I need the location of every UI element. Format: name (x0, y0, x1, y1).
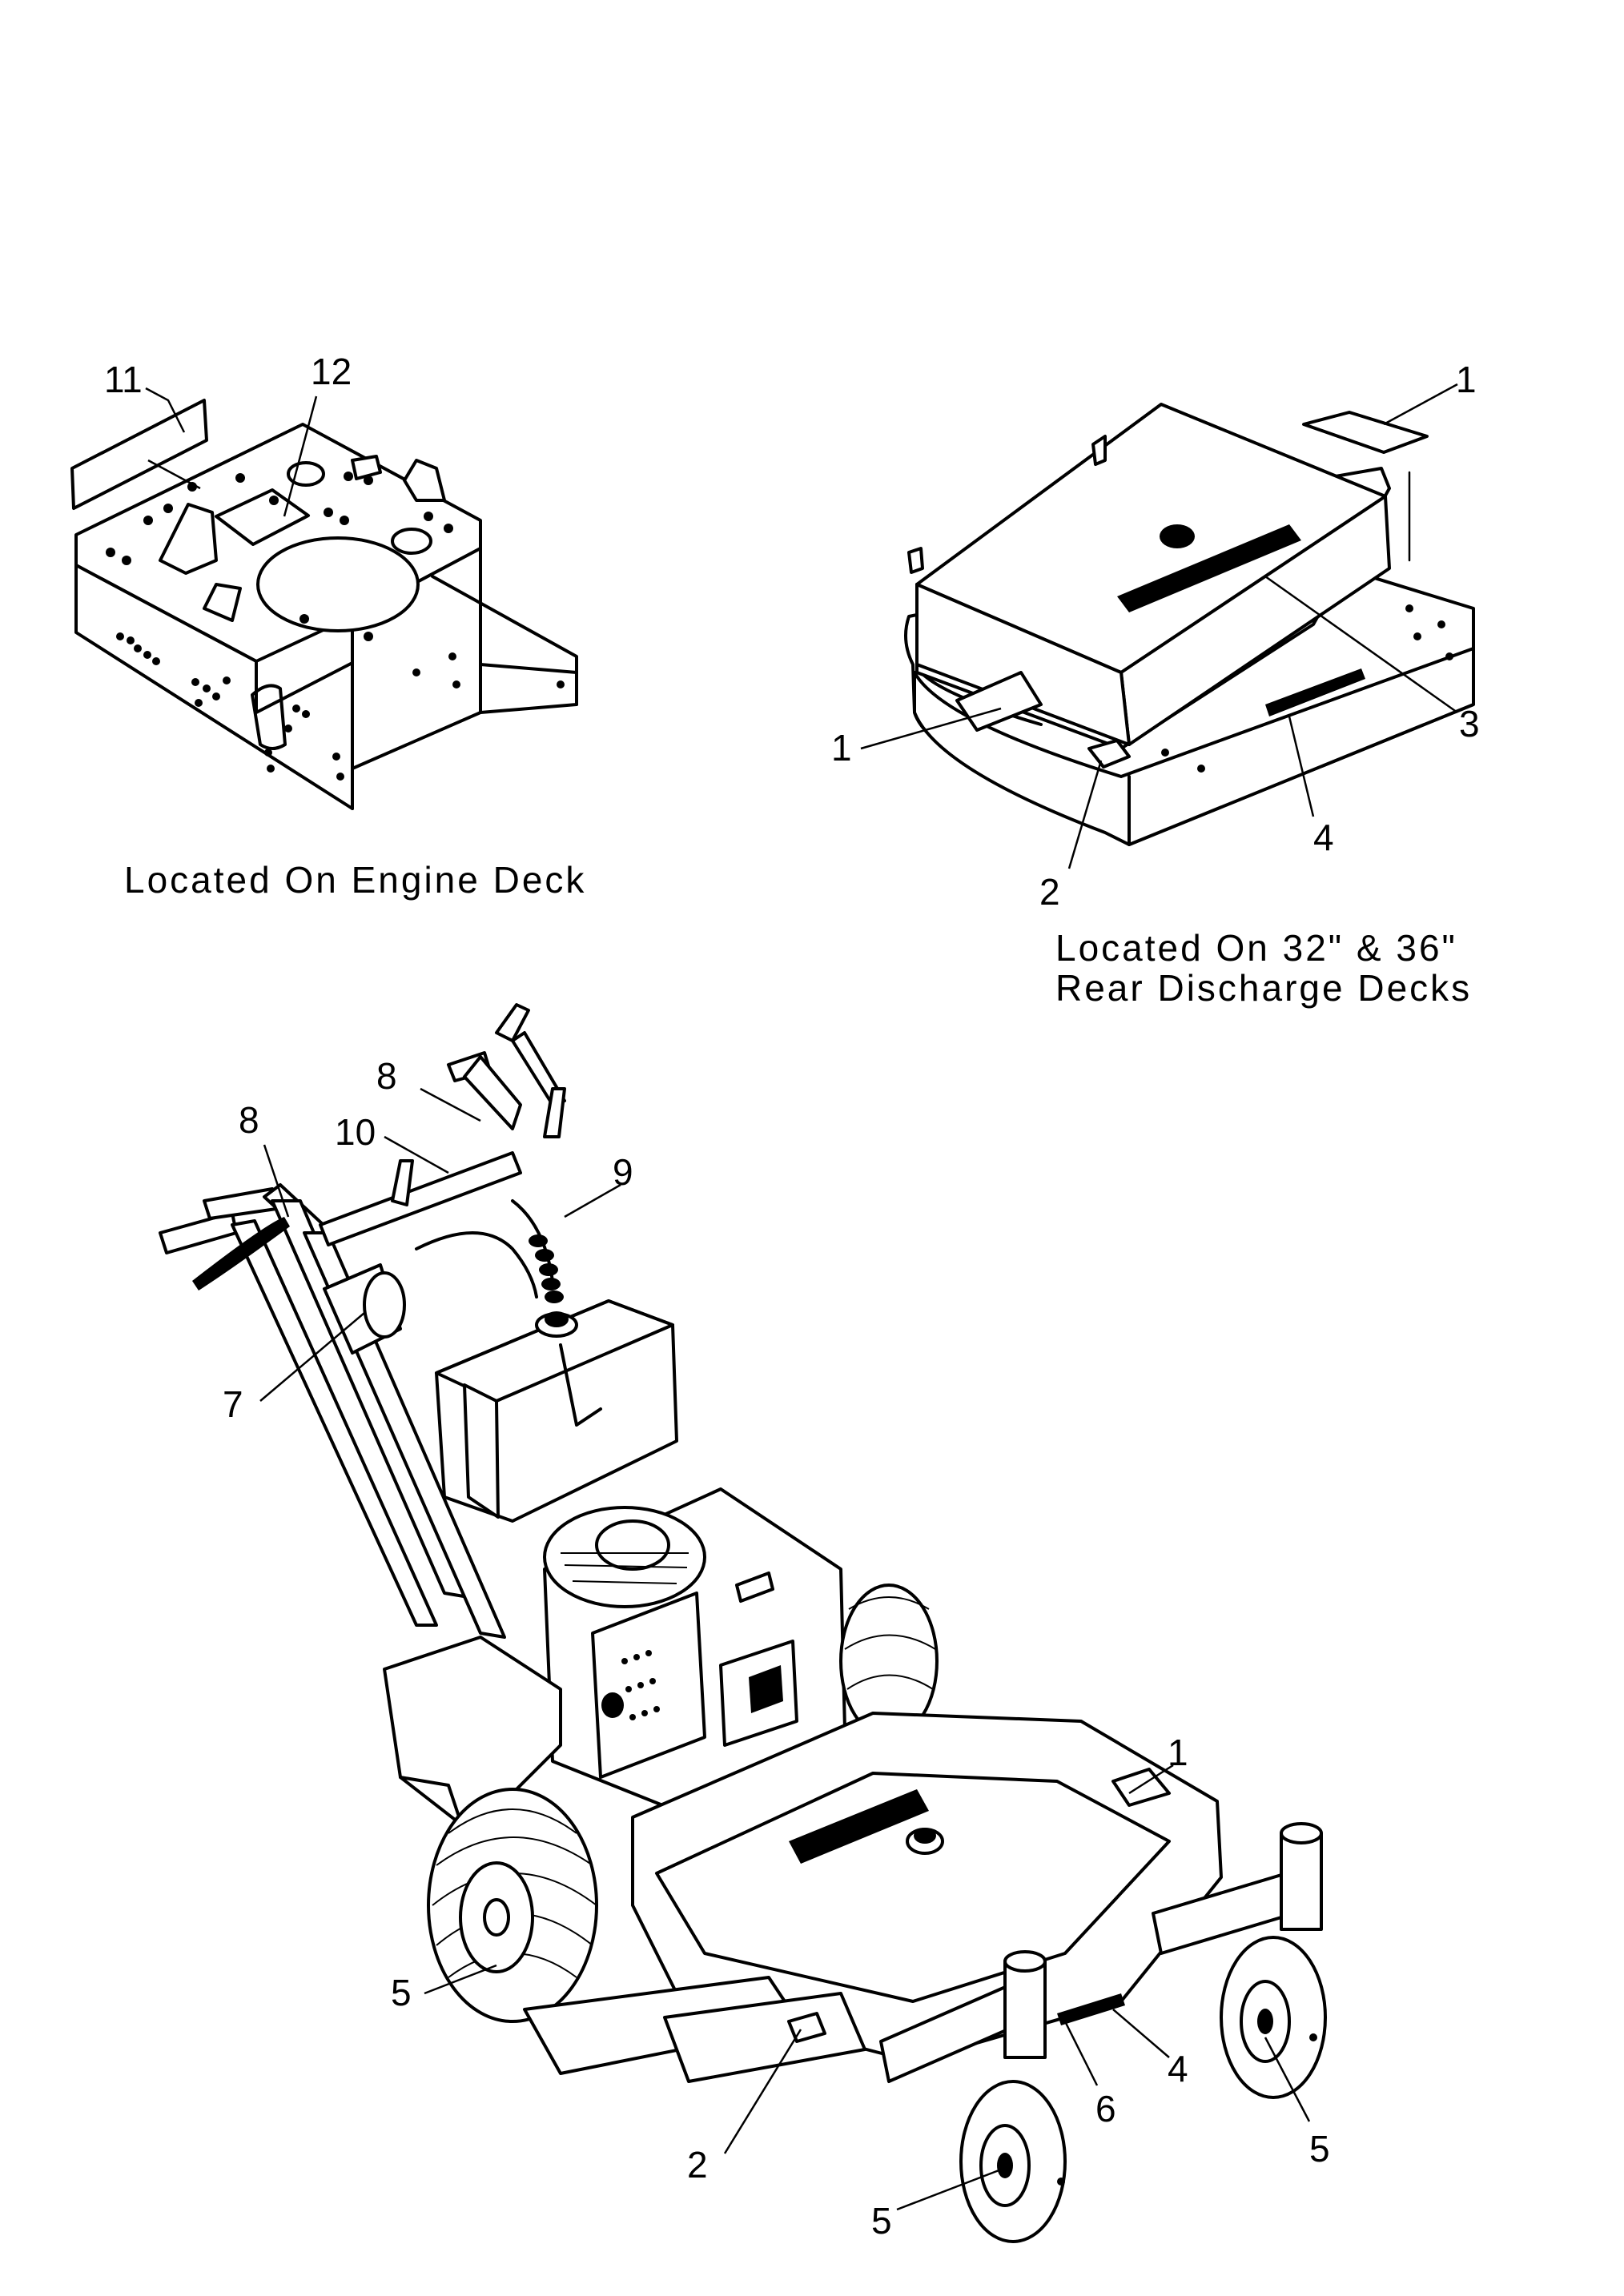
callout-8-right: 8 (376, 1055, 397, 1097)
decal-11 (70, 399, 208, 510)
ransomes-decal-mower (789, 1789, 929, 1864)
caption-engine-deck: Located On Engine Deck (124, 859, 586, 901)
decal-1-mower (1111, 1768, 1171, 1807)
bobcat-decal-4 (1265, 668, 1365, 716)
callout-4-mower: 4 (1168, 2048, 1188, 2089)
caption-rear-discharge-line2: Rear Discharge Decks (1055, 967, 1472, 1009)
engine-deck-illustration: 11 12 (70, 351, 578, 810)
callout-2-mower: 2 (687, 2144, 708, 2186)
callout-8-left: 8 (239, 1099, 259, 1141)
callout-5-front: 5 (871, 2200, 892, 2242)
callout-1-mower: 1 (1168, 1732, 1188, 1773)
callout-5-left: 5 (391, 1972, 412, 2013)
decal-2 (1087, 739, 1131, 769)
callout-5-right: 5 (1309, 2128, 1330, 2170)
callout-1-detached: 1 (1456, 359, 1477, 400)
callout-11: 11 (104, 359, 143, 400)
decal-1-detached (1302, 411, 1429, 454)
callout-1: 1 (831, 727, 852, 769)
callout-10: 10 (335, 1111, 376, 1153)
callout-7: 7 (223, 1383, 243, 1425)
decal-12 (215, 488, 310, 546)
ransomes-decal-3 (1117, 524, 1301, 612)
rear-discharge-deck-illustration: 1 1 2 3 4 (831, 359, 1480, 913)
callout-9: 9 (613, 1151, 633, 1193)
callout-3: 3 (1459, 703, 1480, 745)
callout-4: 4 (1313, 817, 1334, 858)
callout-2: 2 (1039, 871, 1060, 913)
mower-illustration: 8 8 10 9 7 1 5 2 6 4 5 5 (159, 1003, 1330, 2243)
bobcat-decal-mower (1057, 1993, 1125, 2025)
caption-rear-discharge-line1: Located On 32" & 36" (1055, 927, 1457, 969)
callout-12: 12 (311, 351, 352, 392)
callout-6: 6 (1095, 2088, 1116, 2129)
